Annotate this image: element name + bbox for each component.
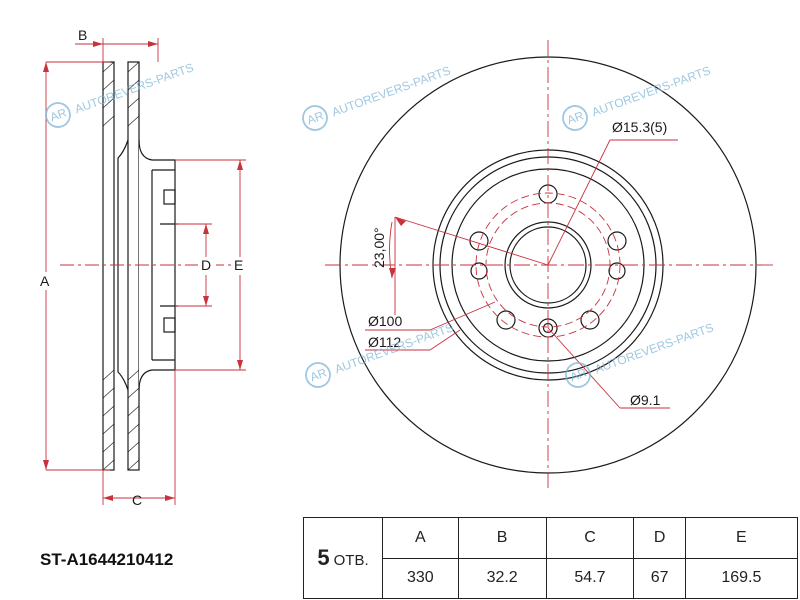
- label-bolt-hole-dia: Ø15.3(5): [612, 119, 667, 135]
- dim-label-D: D: [201, 257, 211, 273]
- hub-section: [138, 139, 176, 391]
- label-angle: 23,00°: [371, 227, 387, 268]
- part-number: ST-A1644210412: [40, 550, 174, 569]
- hatching: [102, 61, 140, 471]
- watermark-logo: AR AUTOREVERS-PARTS: [302, 63, 452, 131]
- dim-label-E: E: [234, 257, 243, 273]
- svg-text:AUTOREVERS-PARTS: AUTOREVERS-PARTS: [593, 320, 716, 376]
- value-D: 67: [633, 557, 686, 599]
- value-E: 169.5: [684, 557, 799, 599]
- label-small-hole: Ø9.1: [630, 392, 661, 408]
- svg-text:AR: AR: [305, 108, 326, 127]
- value-A: 330: [382, 557, 459, 599]
- holes-count: 5: [317, 545, 330, 570]
- svg-text:AR: AR: [48, 105, 69, 124]
- spec-value-row: 330 32.2 54.7 67 169.5: [304, 557, 799, 599]
- dim-label-C: C: [132, 492, 142, 508]
- label-center-dia: Ø112: [368, 334, 401, 350]
- friction-plate-outer: [102, 61, 115, 471]
- dim-label-A: A: [40, 273, 50, 289]
- label-pcd: Ø100: [368, 313, 402, 329]
- svg-text:AR: AR: [308, 365, 329, 384]
- header-D: D: [633, 517, 686, 559]
- svg-text:AR: AR: [565, 108, 586, 127]
- front-construction: [325, 40, 775, 490]
- value-B: 32.2: [457, 557, 547, 599]
- friction-plate-inner: [127, 61, 140, 471]
- arrow-heads: [43, 41, 243, 501]
- watermark-logo: AR AUTOREVERS-PARTS: [45, 60, 195, 128]
- svg-text:AUTOREVERS-PARTS: AUTOREVERS-PARTS: [590, 63, 713, 119]
- header-B: B: [457, 517, 547, 559]
- header-E: E: [684, 517, 799, 559]
- dim-label-B: B: [78, 27, 87, 43]
- value-C: 54.7: [545, 557, 635, 599]
- holes-suffix: ОТВ.: [333, 552, 369, 569]
- svg-text:AR: AR: [568, 365, 589, 384]
- header-C: C: [545, 517, 635, 559]
- side-view: [102, 61, 178, 471]
- header-A: A: [382, 517, 459, 559]
